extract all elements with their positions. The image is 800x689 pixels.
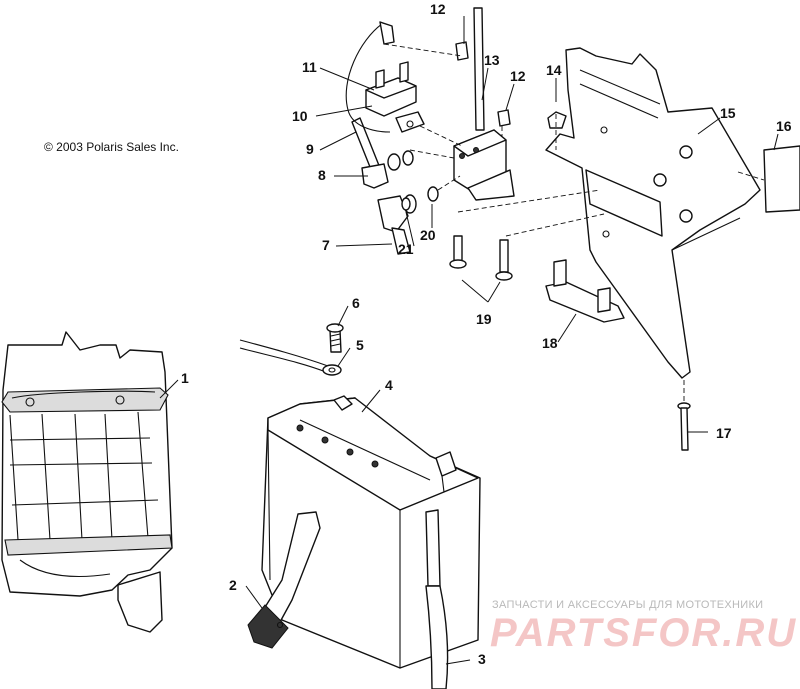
starter-wire (351, 117, 414, 189)
callout-8: 8 (318, 167, 326, 183)
callout-6: 6 (352, 295, 360, 311)
callout-4: 4 (385, 377, 393, 393)
callout-13: 13 (484, 52, 500, 68)
mounting-bolts (449, 235, 513, 281)
callout-18: 18 (542, 335, 558, 351)
copyright-text: © 2003 Polaris Sales Inc. (44, 140, 179, 154)
callout-3: 3 (478, 651, 486, 667)
relay (345, 21, 425, 133)
watermark: ЗАПЧАСТИ И АКСЕССУАРЫ ДЛЯ МОТОТЕХНИКИ PA… (490, 599, 797, 655)
callout-17: 17 (716, 425, 732, 441)
callout-11: 11 (302, 59, 317, 75)
callout-5: 5 (356, 337, 364, 353)
callout-15: 15 (720, 105, 736, 121)
watermark-tagline: ЗАПЧАСТИ И АКСЕССУАРЫ ДЛЯ МОТОТЕХНИКИ (492, 599, 763, 611)
callout-labels: 1 2 3 4 5 6 7 8 9 10 11 12 12 13 14 15 1… (181, 1, 792, 667)
bracket-tag (763, 145, 800, 213)
rubber-pad (545, 259, 625, 323)
solenoid-assembly (401, 7, 515, 211)
callout-2: 2 (229, 577, 237, 593)
callout-1: 1 (181, 370, 189, 386)
washer-and-bolt (322, 323, 344, 376)
callout-19: 19 (476, 311, 492, 327)
callout-9: 9 (306, 141, 314, 157)
battery-box (1, 331, 173, 633)
leader-lines (159, 16, 779, 665)
callout-21: 21 (398, 241, 414, 257)
callout-12-right: 12 (510, 68, 526, 84)
assembly-lines (383, 43, 765, 404)
rivet (677, 402, 691, 451)
callout-16: 16 (776, 118, 792, 134)
upper-cable (239, 339, 329, 373)
callout-10: 10 (292, 108, 308, 124)
callout-7: 7 (322, 237, 330, 253)
callout-14: 14 (546, 62, 562, 78)
mounting-bracket (545, 47, 761, 379)
watermark-brand: PARTSFOR.RU (490, 611, 797, 655)
negative-cable (247, 511, 321, 649)
callout-20: 20 (420, 227, 436, 243)
callout-12-top: 12 (430, 1, 446, 17)
positive-cable (425, 509, 449, 689)
